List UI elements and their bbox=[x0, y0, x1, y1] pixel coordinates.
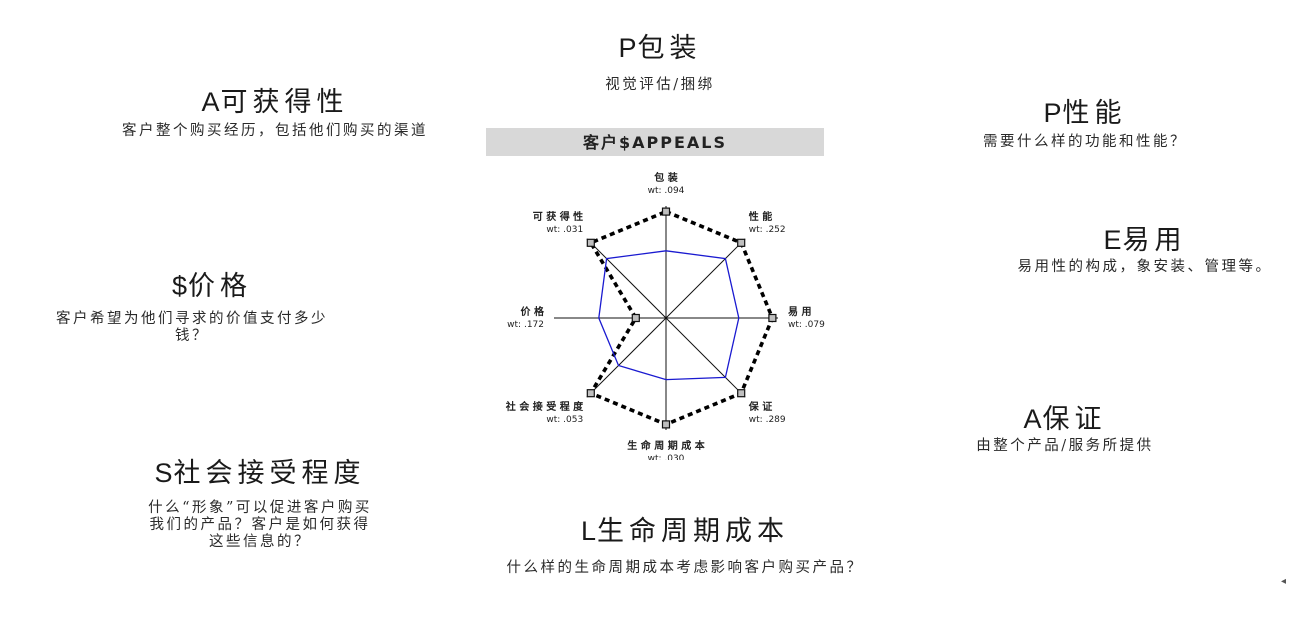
radar-axis-line bbox=[665, 317, 746, 398]
price-desc: 客户希望为他们寻求的价值支付多少钱？ bbox=[56, 311, 328, 344]
radar-axis-weight: wt: .172 bbox=[507, 320, 544, 330]
radar-marker bbox=[737, 238, 746, 247]
radar-axis-label: 可 获 得 性 bbox=[533, 210, 583, 223]
product-series-polygon bbox=[598, 250, 740, 381]
availability-desc: 客户整个购买经历，包括他们购买的渠道 bbox=[122, 123, 428, 139]
packaging-block: P包装 视觉评估/捆绑 bbox=[560, 32, 760, 94]
packaging-desc: 视觉评估/捆绑 bbox=[605, 77, 715, 93]
radar-axis-label: 包 装 bbox=[654, 171, 677, 184]
packaging-heading: P包装 bbox=[618, 33, 702, 64]
radar-axis-weight: wt: .289 bbox=[749, 415, 786, 425]
availability-block: A可获得性 客户整个购买经历，包括他们购买的渠道 bbox=[90, 86, 460, 140]
assurance-heading: A保证 bbox=[1023, 404, 1107, 435]
radar-axis-line bbox=[586, 238, 667, 319]
radar-marker bbox=[661, 420, 671, 429]
radar-marker bbox=[661, 207, 671, 216]
radar-axes bbox=[554, 206, 778, 430]
ease-block: E易用 易用性的构成，象安装、管理等。 bbox=[1010, 224, 1280, 276]
price-block: $价格 客户希望为他们寻求的价值支付多少钱？ bbox=[42, 270, 382, 345]
radar-marker bbox=[768, 313, 777, 323]
radar-marker bbox=[737, 389, 746, 398]
radar-axis-label: 生 命 周 期 成 本 bbox=[627, 439, 705, 452]
radar-axis-weight: wt: .252 bbox=[749, 225, 786, 235]
performance-desc: 需要什么样的功能和性能？ bbox=[983, 134, 1187, 150]
radar-axis-label: 保 证 bbox=[748, 400, 772, 413]
radar-axis-weight: wt: .031 bbox=[546, 225, 583, 235]
lifecycle-desc: 什么样的生命周期成本考虑影响客户购买产品？ bbox=[506, 560, 864, 576]
social-desc: 什么“形象”可以促进客户购买我们的产品？客户是如何获得这些信息的？ bbox=[148, 500, 372, 550]
performance-block: P性能 需要什么样的功能和性能？ bbox=[950, 97, 1220, 151]
radar-axis-label: 易 用 bbox=[788, 306, 811, 318]
radar-marker bbox=[586, 238, 595, 247]
radar-axis-line bbox=[665, 238, 746, 319]
price-heading: $价格 bbox=[171, 271, 253, 302]
radar-axis-weight: wt: .053 bbox=[546, 415, 583, 425]
radar-axis-weight: wt: .094 bbox=[648, 186, 685, 196]
chart-title: 客户$APPEALS bbox=[486, 128, 824, 156]
ease-desc: 易用性的构成，象安装、管理等。 bbox=[1017, 259, 1273, 275]
radar-axis-line bbox=[586, 317, 667, 398]
radar-axis-weight: wt: .079 bbox=[788, 320, 825, 330]
lifecycle-block: L生命周期成本 什么样的生命周期成本考虑影响客户购买产品？ bbox=[500, 515, 870, 577]
slide-edge-marker: ◂ bbox=[1280, 576, 1286, 587]
radar-labels: 包 装 wt: .094 性 能 wt: .252 易 用 wt: .079 保 证 wt: … bbox=[505, 171, 825, 460]
availability-heading: A可获得性 bbox=[201, 87, 349, 118]
radar-axis-weight: wt: .030 bbox=[648, 454, 685, 460]
radar-series bbox=[586, 207, 777, 429]
radar-axis-label: 价 格 bbox=[521, 305, 545, 318]
ease-heading: E易用 bbox=[1103, 225, 1187, 256]
social-block: S社会接受程度 什么“形象”可以促进客户购买我们的产品？客户是如何获得这些信息的… bbox=[100, 457, 420, 551]
performance-heading: P性能 bbox=[1043, 98, 1127, 129]
radar-marker bbox=[586, 389, 595, 398]
assurance-desc: 由整个产品/服务所提供 bbox=[976, 438, 1154, 454]
radar-axis-label: 社 会 接 受 程 度 bbox=[505, 400, 584, 413]
radar-marker bbox=[631, 313, 640, 323]
lifecycle-heading: L生命周期成本 bbox=[580, 516, 790, 547]
radar-axis-label: 性 能 bbox=[748, 210, 772, 223]
assurance-block: A保证 由整个产品/服务所提供 bbox=[940, 403, 1190, 455]
social-heading: S社会接受程度 bbox=[154, 458, 366, 489]
appeals-radar-chart: 包 装 wt: .094 性 能 wt: .252 易 用 wt: .079 保 证 wt: … bbox=[505, 171, 825, 460]
